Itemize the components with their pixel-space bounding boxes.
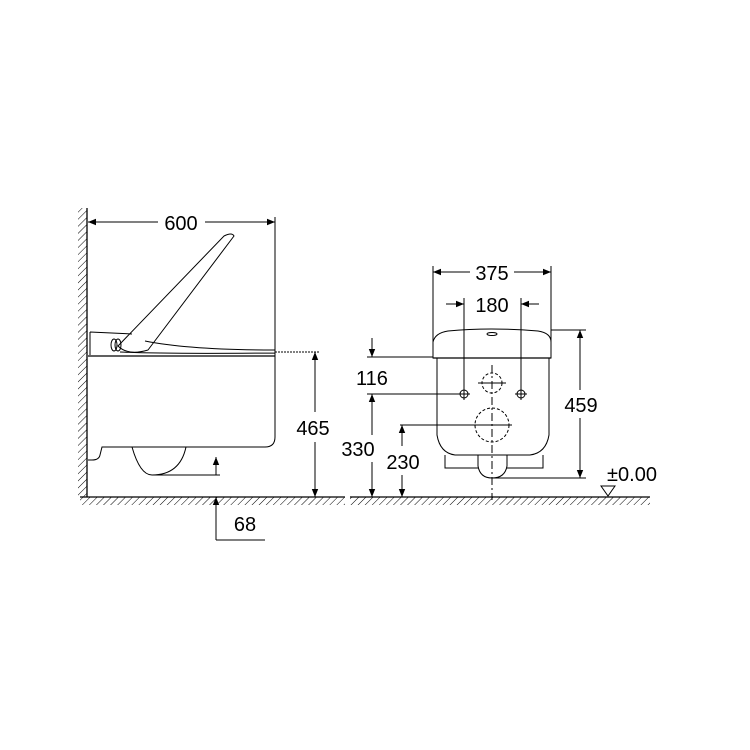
dim-fixing-spacing: 180 <box>475 295 508 317</box>
dim-fixing-offset: 116 <box>356 368 388 390</box>
dim-depth: 600 <box>164 213 197 235</box>
side-view-toilet <box>88 233 276 476</box>
floor-level-label: ±0.00 <box>607 464 657 486</box>
dim-total-height: 459 <box>564 395 597 417</box>
dim-fixing-height: 330 <box>341 439 374 461</box>
dim-width: 375 <box>475 263 508 285</box>
floor-front <box>350 496 650 505</box>
dim-seat-height: 465 <box>296 418 329 440</box>
dim-outlet-height: 68 <box>234 514 256 536</box>
floor-side <box>80 496 345 505</box>
level-marker-icon <box>600 485 616 497</box>
dim-waste-height: 230 <box>386 452 419 474</box>
front-view-toilet <box>432 328 552 500</box>
wall <box>78 208 88 497</box>
